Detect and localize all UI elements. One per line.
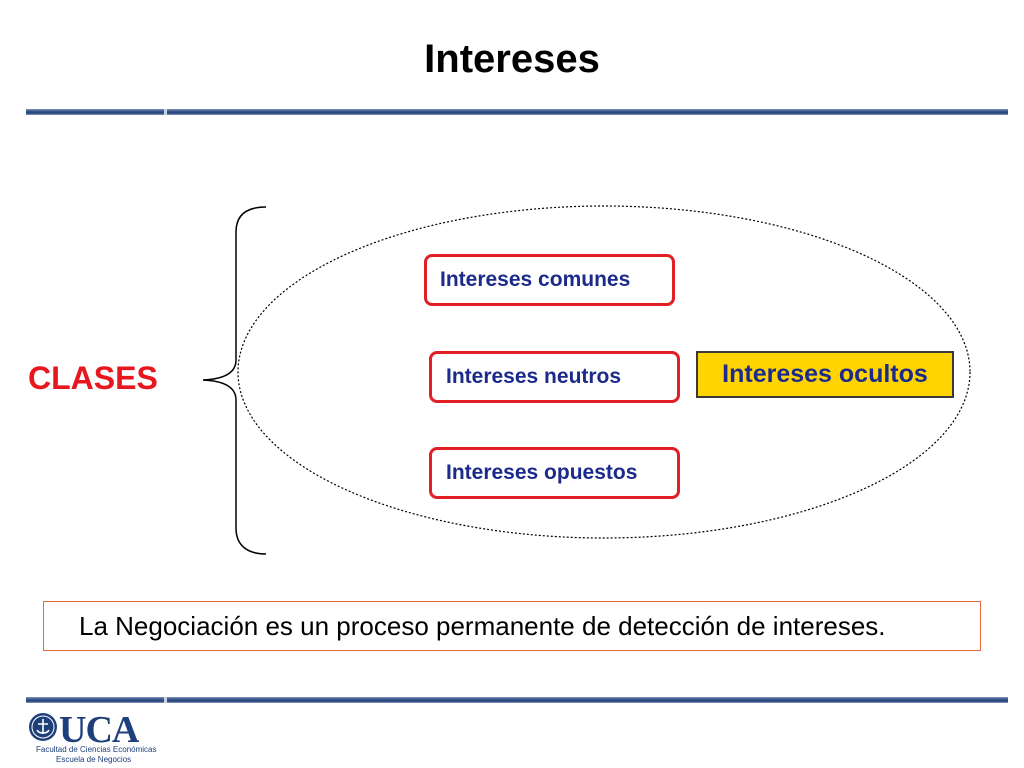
- hidden-interests-label: Intereses ocultos: [722, 360, 928, 388]
- bottom-divider: [26, 697, 1008, 703]
- slide-title: Intereses: [424, 37, 600, 81]
- uca-logo: UCA Facultad de Ciencias Económicas Escu…: [28, 710, 178, 766]
- hidden-interests-box: Intereses ocultos: [696, 351, 954, 398]
- classes-ellipse: [237, 205, 971, 539]
- top-divider-notch: [164, 109, 167, 115]
- classes-label: CLASES: [28, 360, 158, 396]
- class-label-comunes: Intereses comunes: [440, 268, 631, 291]
- class-box-opuestos: Intereses opuestos: [429, 447, 680, 499]
- class-label-opuestos: Intereses opuestos: [446, 461, 638, 484]
- logo-faculty: Facultad de Ciencias Económicas: [36, 745, 157, 754]
- statement-text: La Negociación es un proceso permanente …: [79, 610, 886, 641]
- statement-box: La Negociación es un proceso permanente …: [43, 601, 981, 651]
- class-box-comunes: Intereses comunes: [424, 254, 675, 306]
- top-divider: [26, 109, 1008, 115]
- university-seal-icon: [29, 713, 57, 741]
- class-box-neutros: Intereses neutros: [429, 351, 680, 403]
- bottom-divider-notch: [164, 697, 167, 703]
- logo-school: Escuela de Negocios: [56, 755, 132, 764]
- logo-wordmark: UCA: [59, 709, 139, 751]
- class-label-neutros: Intereses neutros: [446, 365, 622, 388]
- curly-brace: [202, 206, 267, 555]
